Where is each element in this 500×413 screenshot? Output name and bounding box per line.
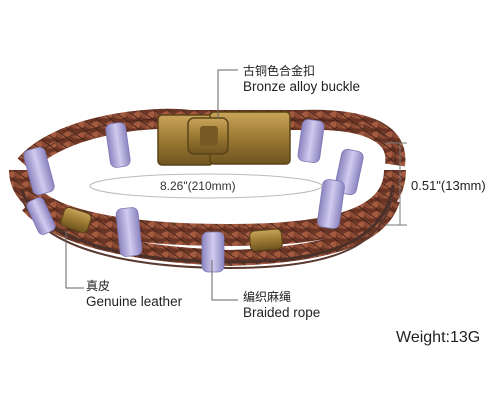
bronze-buckle [157, 111, 291, 166]
leather-en-label: Genuine leather [86, 294, 183, 309]
buckle-callout: 古铜色合金扣 Bronze alloy buckle [243, 63, 360, 95]
leader-lines [65, 69, 238, 301]
width-measurement: 0.51"(13mm) [411, 178, 486, 193]
buckle-cn-label: 古铜色合金扣 [243, 64, 316, 78]
length-measurement: 8.26"(210mm) [160, 179, 236, 193]
rope-en-label: Braided rope [243, 305, 321, 320]
leather-callout: 真皮 Genuine leather [86, 278, 182, 310]
rope-cn-label: 编织麻绳 [243, 290, 292, 304]
length-guide [89, 173, 323, 199]
leather-cn-label: 真皮 [86, 279, 111, 293]
rope-callout: 编织麻绳 Braided rope [243, 289, 320, 321]
bronze-beads [60, 206, 283, 252]
buckle-en-label: Bronze alloy buckle [243, 79, 361, 94]
rope-wraps [23, 119, 364, 273]
weight-label: Weight:13G [396, 329, 481, 346]
width-bracket [385, 142, 407, 226]
